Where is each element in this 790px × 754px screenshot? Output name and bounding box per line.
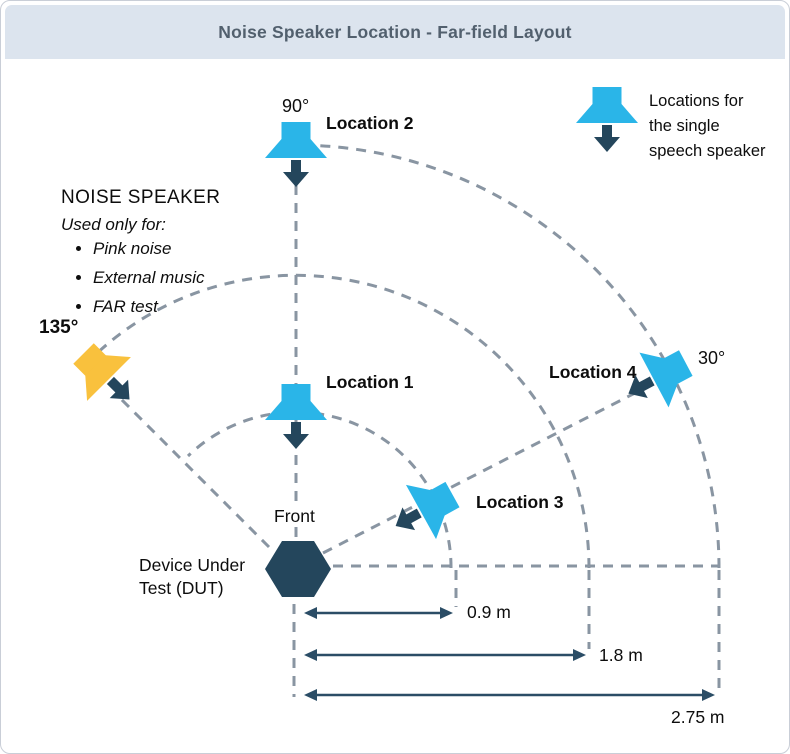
speech-speaker-icon-location-2 <box>265 122 327 187</box>
noise-bullet-external-music: External music <box>93 266 204 290</box>
dut-hexagon <box>265 541 331 597</box>
location-1-label: Location 1 <box>326 372 414 392</box>
diagram-header: Noise Speaker Location - Far-field Layou… <box>5 5 785 59</box>
arrowhead <box>304 607 317 619</box>
distance-label-0-9m: 0.9 m <box>467 602 511 622</box>
arrowhead <box>702 689 715 701</box>
legend-speech-speaker-icon <box>576 87 638 152</box>
arc-2-75m <box>295 143 721 569</box>
measure-arrows <box>304 607 715 701</box>
angle-label-90: 90° <box>282 96 310 116</box>
dut-label-line1: Device Under <box>139 555 246 575</box>
location-2-label: Location 2 <box>326 113 414 133</box>
arrowhead <box>573 649 586 661</box>
dut-front-label: Front <box>272 506 317 527</box>
location-3-label: Location 3 <box>476 492 564 512</box>
distance-label-2-75m: 2.75 m <box>671 707 725 727</box>
angle-label-135: 135° <box>39 317 79 338</box>
noise-speaker-bullet-list: Pink noise External music FAR test <box>61 237 204 324</box>
noise-speaker-icon-135deg <box>61 331 152 422</box>
arrowhead <box>304 649 317 661</box>
noise-bullet-pink-noise: Pink noise <box>93 237 204 261</box>
distance-label-1-8m: 1.8 m <box>599 645 643 665</box>
radial-30deg <box>322 390 638 555</box>
radial-lines <box>117 185 721 697</box>
location-4-label: Location 4 <box>549 362 637 382</box>
arrowhead <box>440 607 453 619</box>
legend-label: Locations for the single speech speaker <box>649 92 766 160</box>
distance-arcs <box>83 143 721 569</box>
page-title: Noise Speaker Location - Far-field Layou… <box>218 21 572 42</box>
arc-0-9m <box>186 410 453 569</box>
speech-speaker-icon-location-1 <box>265 384 327 449</box>
noise-bullet-far-test: FAR test <box>93 295 204 319</box>
angle-label-30: 30° <box>698 348 726 368</box>
arc-1-8m <box>83 273 591 569</box>
noise-speaker-subheading: Used only for: <box>61 215 166 234</box>
arrowhead <box>304 689 317 701</box>
noise-speaker-heading: NOISE SPEAKER <box>61 187 221 208</box>
dut-label-line2: Test (DUT) <box>139 578 224 598</box>
